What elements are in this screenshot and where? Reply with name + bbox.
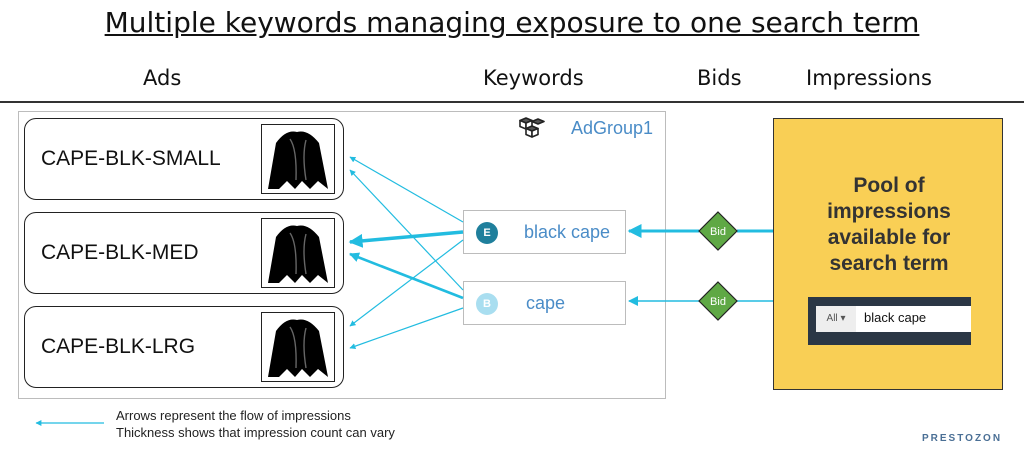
- match-type-badge: B: [476, 293, 498, 315]
- pool-line: impressions: [827, 200, 951, 223]
- column-header-ads: Ads: [143, 66, 182, 90]
- column-header-keywords: Keywords: [483, 66, 584, 90]
- bid-label: Bid: [710, 296, 726, 308]
- column-header-bids: Bids: [697, 66, 742, 90]
- column-header-impressions: Impressions: [806, 66, 932, 90]
- cape-icon: [261, 124, 335, 194]
- flow-arrow-cape-to-small: [349, 169, 464, 291]
- ad-card: CAPE-BLK-LRG: [24, 306, 344, 388]
- flow-arrow-black-cape-to-lrg: [349, 239, 464, 327]
- legend-line-1: Arrows represent the flow of impressions: [116, 408, 351, 423]
- impression-pool: Pool of impressions available for search…: [773, 118, 1003, 390]
- bid-diamond-2: Bid: [698, 281, 738, 321]
- search-category-dropdown: All ▾: [816, 306, 856, 332]
- flow-arrow-cape-to-med: [349, 252, 464, 300]
- cape-icon: [261, 218, 335, 288]
- search-box: All ▾ black cape: [816, 306, 971, 332]
- pool-line: search term: [829, 252, 949, 275]
- keyword-label: cape: [526, 293, 566, 313]
- match-type-badge: E: [476, 222, 498, 244]
- adgroup-container: [18, 111, 666, 399]
- adgroup-label: AdGroup1: [571, 118, 654, 138]
- pool-text: Pool of impressions available for search…: [774, 173, 1004, 277]
- flow-arrow-black-cape-to-med: [348, 230, 464, 248]
- cape-icon: [261, 312, 335, 382]
- pool-line: available for: [827, 226, 951, 249]
- search-bar: All ▾ black cape: [808, 297, 971, 345]
- cubes-icon: [519, 117, 545, 144]
- ad-label: CAPE-BLK-MED: [41, 241, 199, 264]
- search-query: black cape: [864, 310, 927, 325]
- flow-arrow-cape-to-lrg: [349, 307, 464, 350]
- header-divider: [0, 101, 1024, 103]
- ad-label: CAPE-BLK-SMALL: [41, 147, 221, 170]
- bid-label: Bid: [710, 226, 726, 238]
- ad-card: CAPE-BLK-MED: [24, 212, 344, 294]
- ad-label: CAPE-BLK-LRG: [41, 335, 196, 358]
- legend-line-2: Thickness shows that impression count ca…: [116, 425, 395, 440]
- diagram-title: Multiple keywords managing exposure to o…: [104, 6, 920, 39]
- caret-down-icon: ▾: [840, 313, 846, 324]
- ad-card: CAPE-BLK-SMALL: [24, 118, 344, 200]
- pool-line: Pool of: [853, 174, 925, 197]
- search-category-label: All: [826, 313, 838, 324]
- brand-logo: PRESTOZON: [922, 433, 1003, 444]
- keyword-box-black-cape: E black cape: [463, 210, 626, 254]
- keyword-box-cape: B cape: [463, 281, 626, 325]
- flow-arrow-black-cape-to-small: [349, 156, 464, 223]
- keyword-label: black cape: [524, 222, 611, 242]
- bid-diamond-1: Bid: [698, 211, 738, 251]
